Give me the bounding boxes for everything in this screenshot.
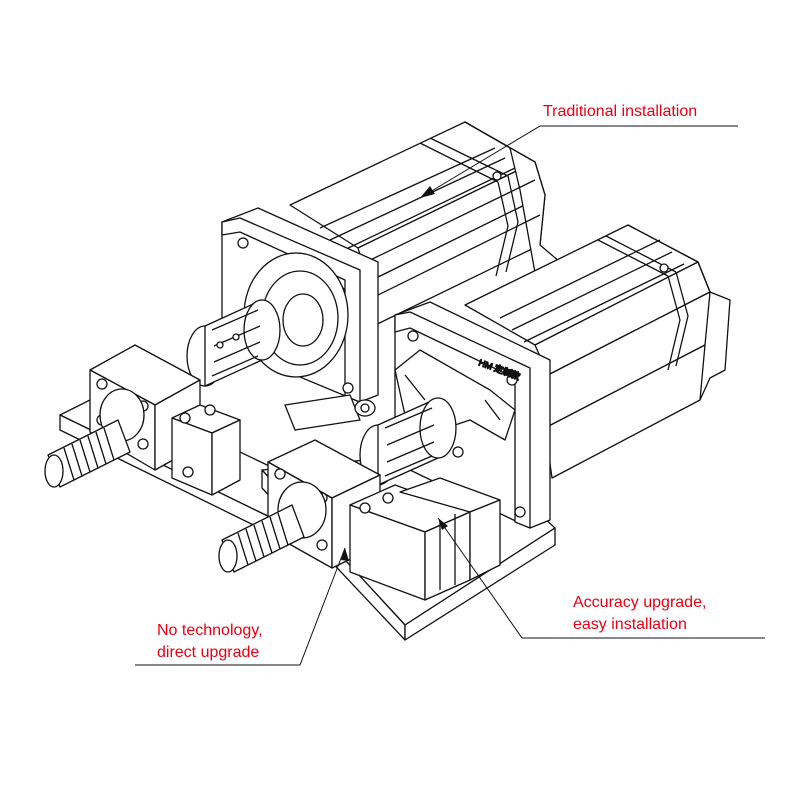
rear-motor-body [289,121,561,331]
leader-notech [135,547,346,666]
rear-bearing-block-right [171,404,241,496]
arrowhead-traditional [420,186,435,198]
callout-traditional-installation: Traditional installation [543,101,697,123]
leader-traditional [419,125,738,199]
rear-coupling [186,299,281,387]
callout-no-technology: No technology, direct upgrade [157,620,263,664]
callout-accuracy-line1: Accuracy upgrade, [573,594,707,611]
arrowhead-notech [341,548,349,561]
callout-notech-line1: No technology, [157,622,263,639]
leader-accuracy [437,517,765,639]
callout-accuracy-line2: easy installation [573,616,687,633]
callout-accuracy-upgrade: Accuracy upgrade, easy installation [573,592,706,636]
callout-notech-line2: direct upgrade [157,644,260,661]
front-ball-screw [218,504,305,573]
rear-ball-screw [44,419,131,488]
callout-traditional-text: Traditional installation [543,103,698,120]
arrowhead-accuracy [438,518,448,530]
front-motor-body [464,224,731,479]
